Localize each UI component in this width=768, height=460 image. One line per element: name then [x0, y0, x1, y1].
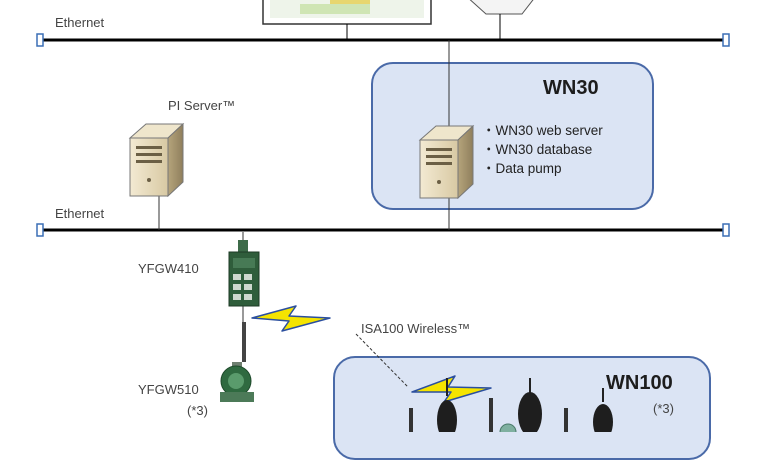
wn100-sensor-icon — [518, 378, 542, 432]
wn30-feature-item: ・WN30 database — [482, 142, 593, 157]
top-ethernet-line — [36, 33, 730, 47]
yfgw410-device-icon — [228, 240, 260, 307]
wn30-box — [371, 62, 654, 210]
wireless-signal-icon — [251, 305, 331, 332]
wn100-title: WN100 — [606, 372, 673, 394]
monitor-icon — [262, 0, 432, 40]
top-ethernet-label: Ethernet — [55, 15, 105, 30]
bottom-ethernet-label: Ethernet — [55, 206, 105, 221]
wn30-feature-item: ・Data pump — [482, 161, 562, 176]
wn100-sensor-icon — [409, 398, 568, 432]
wn100-sensor-icon — [437, 378, 457, 432]
wn100-note: (*3) — [653, 401, 674, 416]
yfgw510-note: (*3) — [187, 403, 208, 418]
diagram-canvas — [36, 0, 730, 432]
wn30-server-icon — [418, 124, 475, 200]
wn30-feature-item: ・WN30 web server — [482, 123, 603, 138]
wireless-callout-line — [355, 333, 409, 388]
wn100-sensor-icon — [593, 388, 613, 432]
pi-server-icon — [128, 122, 185, 198]
yfgw510-device-icon — [220, 322, 254, 402]
yfgw410-label: YFGW410 — [138, 261, 199, 276]
wn30-title: WN30 — [543, 77, 599, 99]
wn30-feature-list: ・WN30 web server ・WN30 database ・Data pu… — [482, 121, 603, 178]
pi-server-label: PI Server™ — [168, 98, 236, 113]
wireless-signal-icon — [411, 375, 492, 403]
yfgw510-label: YFGW510 — [138, 382, 199, 397]
laptop-icon — [469, 0, 534, 40]
wireless-label: ISA100 Wireless™ — [361, 321, 471, 336]
bottom-ethernet-line — [36, 223, 730, 237]
